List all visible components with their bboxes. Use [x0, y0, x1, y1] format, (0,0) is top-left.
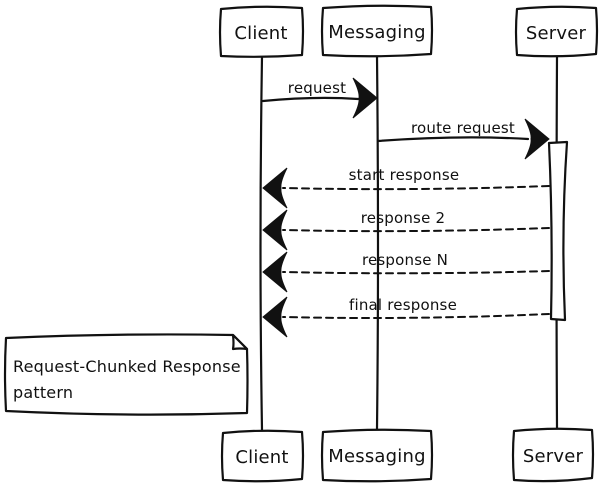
message-response-2-line	[282, 227, 550, 233]
actor-box-messaging-bottom	[320, 428, 434, 483]
message-route-request-line	[376, 136, 530, 143]
activation-bar-server	[547, 140, 569, 322]
message-final-response-label: final response	[349, 296, 457, 314]
lifeline-client	[259, 54, 264, 432]
message-response-n-label: response N	[362, 251, 448, 269]
message-response-n-arrowhead-icon	[262, 251, 288, 293]
message-response-2-label: response 2	[361, 209, 445, 227]
note-fold-icon	[231, 333, 249, 351]
message-request-label: request	[288, 79, 346, 97]
message-start-response-line	[282, 185, 550, 191]
actor-label-messaging-top: Messaging	[328, 22, 425, 43]
message-response-2-arrowhead-icon	[262, 209, 288, 251]
actor-label-client-bottom: Client	[235, 447, 288, 468]
message-final-response-line	[282, 313, 550, 319]
actor-box-client-top	[218, 5, 305, 58]
actor-label-messaging-bottom: Messaging	[328, 446, 425, 467]
actor-box-messaging-top	[320, 4, 434, 58]
message-route-request-arrowhead-icon	[524, 118, 550, 160]
actor-box-server-bottom	[511, 427, 595, 483]
message-start-response-label: start response	[349, 166, 460, 184]
message-start-response-arrowhead-icon	[262, 167, 288, 209]
actor-label-server-top: Server	[526, 23, 587, 44]
message-route-request-label: route request	[411, 119, 515, 137]
message-request-arrowhead-icon	[352, 77, 378, 119]
actor-box-server-top	[514, 5, 599, 58]
message-final-response-arrowhead-icon	[262, 296, 288, 338]
actor-box-client-bottom	[220, 429, 305, 483]
note-text-line-2: pattern	[13, 383, 73, 402]
note-text-line-1: Request-Chunked Response	[13, 357, 241, 376]
actor-label-client-top: Client	[234, 23, 287, 44]
message-response-n-line	[282, 270, 550, 275]
note-box	[3, 333, 249, 416]
lifeline-messaging	[375, 54, 380, 431]
message-request-line	[261, 96, 360, 103]
actor-label-server-bottom: Server	[523, 446, 584, 467]
